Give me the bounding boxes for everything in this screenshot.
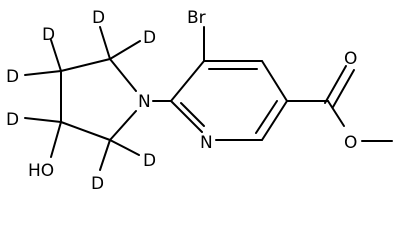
bond-n-c2-inner — [180, 102, 205, 127]
bond-cc-oh — [50, 121, 62, 158]
atom-label-d5: D — [6, 110, 19, 130]
atom-label-n-pyridine: N — [200, 133, 213, 153]
bond-cd-npyr — [109, 110, 137, 141]
bonds — [24, 26, 393, 171]
bond-ca-d2 — [109, 40, 141, 60]
bond-cd-d7 — [99, 139, 111, 171]
atom-label-oh: HO — [28, 161, 54, 181]
atom-labels: Br N N O O HO D D D D D D D — [6, 8, 357, 194]
atom-label-d2: D — [143, 28, 156, 48]
bond-carbonyl-double-a — [324, 65, 347, 104]
bond-ca-cb — [60, 58, 111, 72]
atom-label-d6: D — [143, 151, 156, 171]
bond-carbonyl-o-ester — [327, 100, 345, 127]
bond-cd-d6 — [109, 139, 140, 156]
bond-ca-d1 — [99, 26, 111, 60]
bond-n-c2 — [170, 100, 203, 133]
bond-c2-c3 — [170, 60, 205, 102]
bond-cb-d4 — [24, 70, 62, 76]
bond-npyr-ca — [109, 58, 137, 92]
atom-label-d4: D — [6, 67, 19, 87]
bond-carbonyl-double-b — [332, 69, 355, 108]
atom-label-br: Br — [187, 8, 206, 28]
bond-cc-d5 — [24, 117, 62, 123]
bond-c5-c6 — [261, 100, 288, 141]
atom-label-o-carbonyl: O — [344, 49, 357, 69]
atom-label-o-ester: O — [344, 133, 357, 153]
atom-label-d1: D — [92, 8, 105, 28]
bond-cc-cd — [60, 121, 111, 141]
bond-cb-d3 — [50, 39, 62, 72]
bond-c4-c5 — [261, 60, 288, 102]
structure-diagram: Br N N O O HO D D D D D D D — [6, 8, 393, 194]
bond-c5-c6-inner — [255, 100, 278, 134]
atom-label-n-pyrrolidine: N — [138, 92, 151, 112]
atom-label-d7: D — [91, 174, 104, 194]
atom-label-d3: D — [42, 25, 55, 45]
